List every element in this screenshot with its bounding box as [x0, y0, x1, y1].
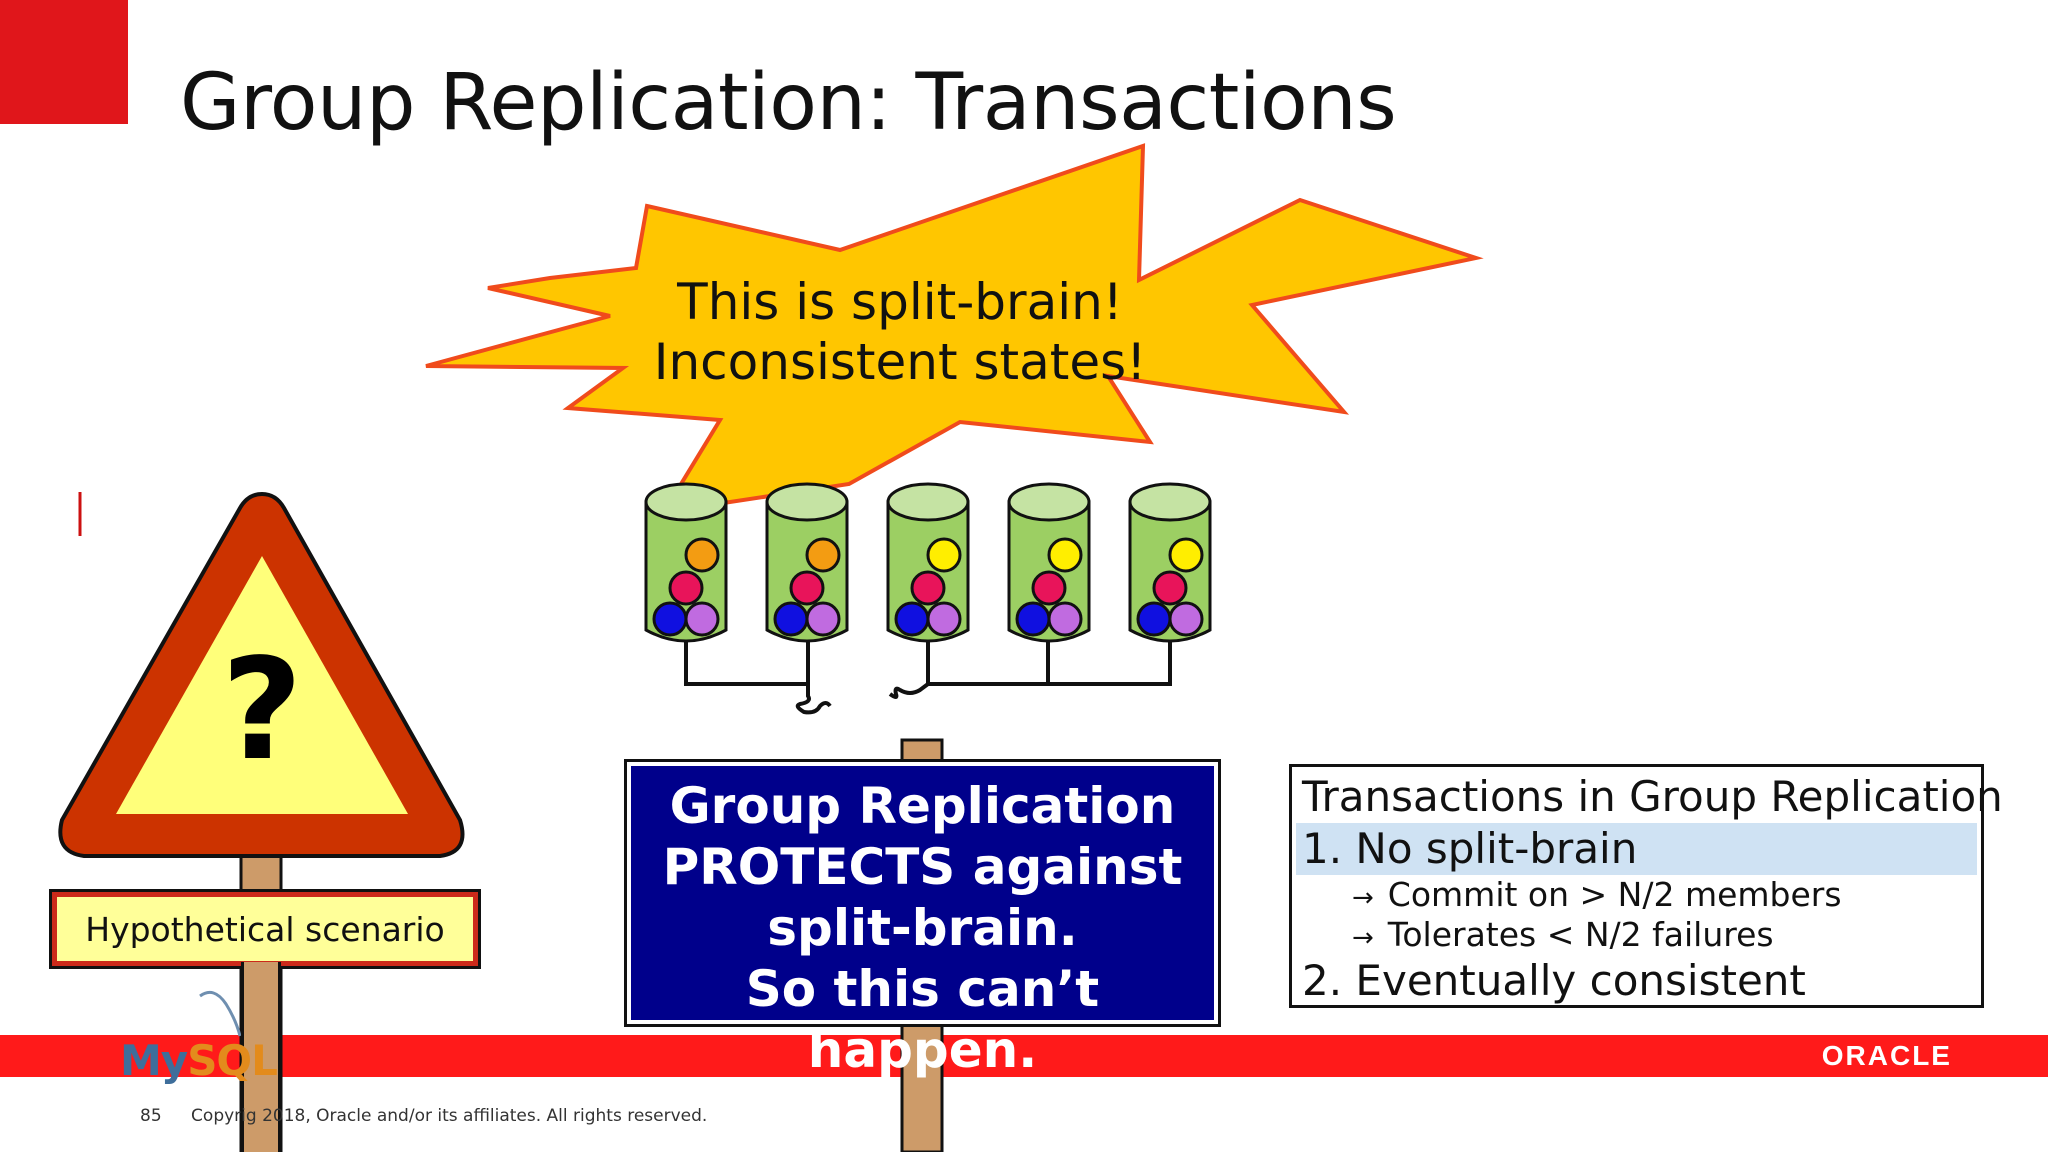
warning-sign-post-lower [241, 962, 281, 1152]
group-members [644, 482, 1212, 643]
member-cylinder [644, 482, 728, 643]
transaction-dot [1047, 601, 1083, 637]
protection-sign: Group Replication PROTECTS against split… [627, 762, 1218, 1079]
mysql-logo-my: My [120, 1036, 188, 1085]
transaction-dot [926, 537, 962, 573]
member-cylinder [1007, 482, 1091, 643]
sub-2-text: Tolerates < N/2 failures [1387, 915, 1774, 954]
member-cylinder [765, 482, 849, 643]
burst-line-1: This is split-brain! [677, 273, 1123, 331]
corner-accent [0, 0, 128, 124]
slide-title: Group Replication: Transactions [180, 58, 1397, 148]
transaction-dot [1152, 570, 1188, 606]
network-wires [684, 642, 1172, 715]
sign-line-4: So this can’t happen. [745, 960, 1100, 1079]
member-cylinder [1128, 482, 1212, 643]
info-heading: Transactions in Group Replication [1302, 772, 2003, 821]
oracle-logo: ORACLE [1821, 1040, 1952, 1071]
info-item-1-sub-2: → Tolerates < N/2 failures [1302, 915, 1971, 955]
transaction-dot [910, 570, 946, 606]
transaction-dot [789, 570, 825, 606]
transaction-dot [684, 537, 720, 573]
sign-line-1: Group Replication [669, 777, 1176, 835]
burst-line-2: Inconsistent states! [653, 333, 1147, 391]
transaction-dot [1015, 601, 1051, 637]
split-brain-burst [425, 143, 1484, 515]
mysql-logo-sql: SQL [187, 1036, 278, 1085]
transaction-dot [805, 601, 841, 637]
sign-line-2: PROTECTS against [662, 838, 1183, 896]
transaction-dot [652, 601, 688, 637]
burst-message: This is split-brain! Inconsistent states… [620, 272, 1180, 392]
question-mark-icon: ? [221, 629, 303, 792]
info-item-2: 2. Eventually consistent [1302, 956, 1806, 1005]
scenario-text: Hypothetical scenario [85, 909, 445, 949]
mysql-dolphin-icon [199, 990, 242, 1037]
transaction-dot [1136, 601, 1172, 637]
transaction-dot [684, 601, 720, 637]
sign-line-3: split-brain. [767, 899, 1078, 957]
hypothetical-scenario-label: Hypothetical scenario [52, 892, 478, 966]
footer-bar [0, 1035, 2048, 1077]
sub-1-text: Commit on > N/2 members [1387, 875, 1842, 914]
transaction-dot [1168, 601, 1204, 637]
transaction-dot [1047, 537, 1083, 573]
copyright-text: Copyrig 2018, Oracle and/or its affiliat… [191, 1106, 708, 1126]
page-number: 85 [140, 1106, 162, 1126]
mysql-logo: MySQL [120, 1036, 278, 1085]
transaction-dot [1031, 570, 1067, 606]
transaction-dot [1168, 537, 1204, 573]
arrow-icon: → [1352, 883, 1374, 913]
info-item-1: 1. No split-brain [1296, 823, 1977, 875]
transaction-dot [926, 601, 962, 637]
member-cylinder [886, 482, 970, 643]
arrow-icon: → [1352, 923, 1374, 953]
transaction-dot [805, 537, 841, 573]
info-item-1-sub-1: → Commit on > N/2 members [1302, 875, 1971, 915]
transactions-info-box: Transactions in Group Replication 1. No … [1289, 764, 2003, 1008]
slide-footer: 85 Copyrig 2018, Oracle and/or its affil… [140, 1106, 707, 1126]
transaction-dot [894, 601, 930, 637]
warning-triangle-inner [116, 556, 408, 814]
transaction-dot [773, 601, 809, 637]
transaction-dot [668, 570, 704, 606]
